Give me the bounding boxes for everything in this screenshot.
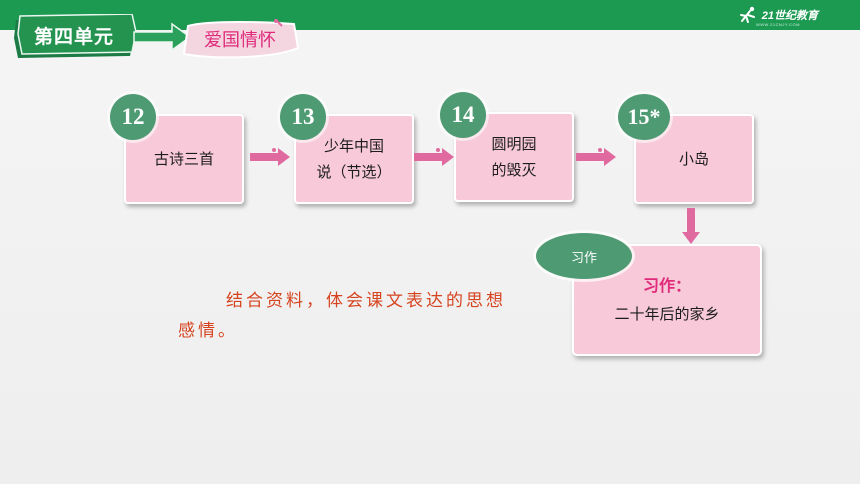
lesson-title-line: 圆明园: [491, 135, 537, 153]
writing-task-heading: 习作：: [642, 276, 691, 295]
lesson-number-badge: 12: [110, 94, 156, 140]
lesson-number-badge: 13: [280, 94, 326, 140]
lesson-card-13[interactable]: 少年中国 说（节选）: [294, 114, 414, 204]
writing-task-title: 二十年后的家乡: [614, 305, 720, 323]
brand-subtext: WWW.21CNJY.COM: [755, 22, 800, 27]
brand-text: 21世纪教育: [761, 10, 818, 22]
lesson-title: 古诗三首: [153, 150, 214, 168]
flow-arrow-icon: [414, 148, 454, 166]
lesson-title-line: 少年中国: [323, 137, 384, 155]
lesson-title-line: 说（节选）: [316, 163, 392, 181]
brand-logo: 21世纪教育: [736, 6, 818, 24]
learning-objective: 结合资料，体会课文表达的思想感情。: [178, 291, 506, 341]
top-bar: 21世纪教育 WWW.21CNJY.COM: [0, 0, 860, 30]
lesson-number-badge: 14: [440, 92, 486, 138]
flow-arrow-icon: [250, 148, 290, 166]
lesson-title-line: 的毁灭: [491, 161, 537, 179]
flow-arrow-icon: [576, 148, 616, 166]
unit-to-theme-arrow: [133, 22, 192, 52]
down-arrow-icon: [682, 208, 700, 244]
theme-label: 爱国情怀: [204, 30, 276, 51]
lesson-number-badge: 15*: [618, 94, 670, 140]
unit-ribbon: [14, 14, 137, 58]
writing-task-badge: 习作: [536, 233, 632, 279]
runner-icon: [739, 6, 755, 23]
unit-label: 第四单元: [33, 25, 114, 48]
lesson-title: 小岛: [678, 150, 709, 168]
theme-banner: [182, 19, 300, 59]
